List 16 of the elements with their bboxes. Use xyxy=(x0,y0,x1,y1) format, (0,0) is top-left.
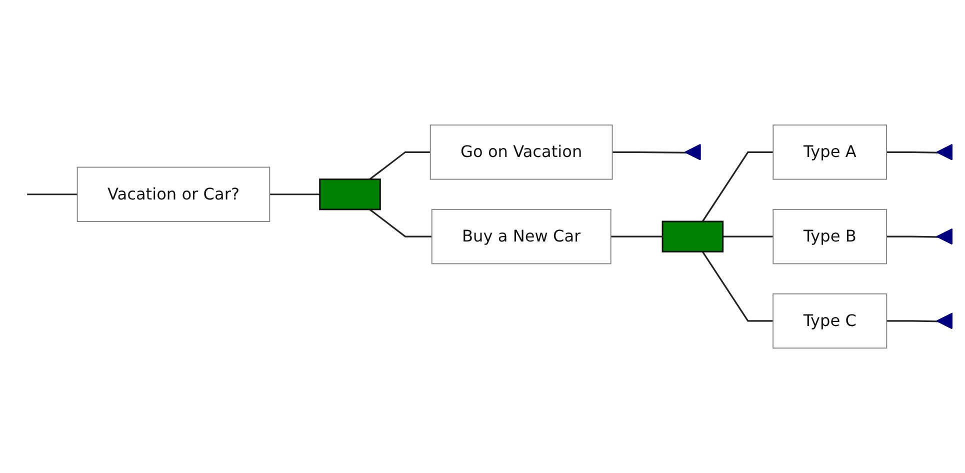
connector xyxy=(610,236,663,238)
node-box xyxy=(319,178,381,210)
connector xyxy=(27,193,78,196)
node-box xyxy=(662,220,724,252)
connector xyxy=(369,208,432,238)
connector xyxy=(722,236,774,238)
node-box: Type A xyxy=(772,124,888,180)
connector xyxy=(270,193,320,196)
node-box: Type C xyxy=(772,293,888,349)
connector xyxy=(702,151,774,222)
node-box: Buy a New Car xyxy=(431,208,612,264)
node-box: Type B xyxy=(772,208,888,264)
node-box: Go on Vacation xyxy=(430,124,613,180)
node-box: Vacation or Car? xyxy=(76,166,270,222)
connector xyxy=(369,151,430,180)
connector xyxy=(702,251,774,322)
